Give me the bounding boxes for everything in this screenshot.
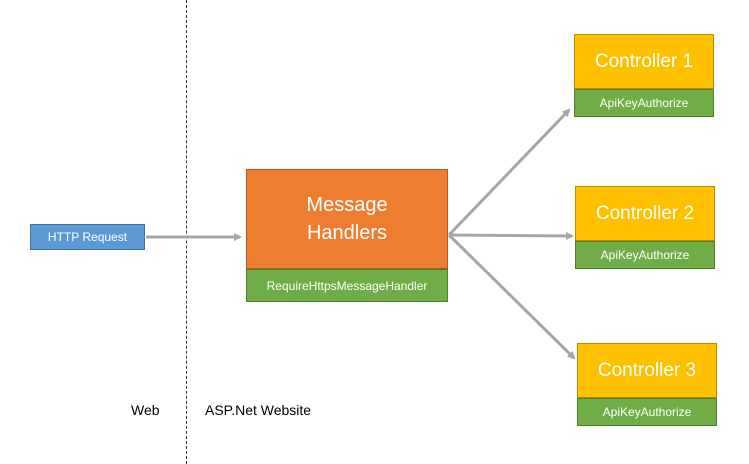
message-handlers-title-line2: Handlers	[306, 222, 388, 244]
arrow-handlers-to-controller-3	[447, 233, 576, 360]
web-boundary-divider	[186, 0, 187, 464]
http-request-label: HTTP Request	[47, 230, 128, 244]
controller-2-title: Controller 2	[595, 202, 695, 224]
controller-3-box: Controller 3	[577, 343, 717, 398]
controller-1-attribute: ApiKeyAuthorize	[599, 96, 689, 110]
controller-1-attribute-box: ApiKeyAuthorize	[574, 89, 714, 117]
controller-1-title: Controller 1	[594, 50, 694, 72]
controller-2-box: Controller 2	[575, 186, 715, 241]
require-https-handler-label: RequireHttpsMessageHandler	[266, 278, 428, 293]
controller-3-title: Controller 3	[597, 359, 697, 381]
require-https-handler-box: RequireHttpsMessageHandler	[246, 269, 448, 302]
http-request-box: HTTP Request	[30, 224, 145, 250]
controller-1-box: Controller 1	[574, 34, 714, 89]
message-handlers-box: Message Handlers	[246, 169, 448, 269]
arrow-handlers-to-controller-2	[448, 231, 574, 240]
message-handlers-title-line1: Message	[306, 194, 388, 216]
controller-3-attribute-box: ApiKeyAuthorize	[577, 398, 717, 426]
zone-label-web: Web	[131, 402, 160, 418]
controller-2-attribute-box: ApiKeyAuthorize	[575, 241, 715, 269]
controller-2-attribute: ApiKeyAuthorize	[600, 248, 690, 262]
arrow-handlers-to-controller-1	[447, 108, 571, 237]
zone-label-aspnet-website: ASP.Net Website	[205, 402, 312, 418]
controller-3-attribute: ApiKeyAuthorize	[602, 405, 692, 419]
